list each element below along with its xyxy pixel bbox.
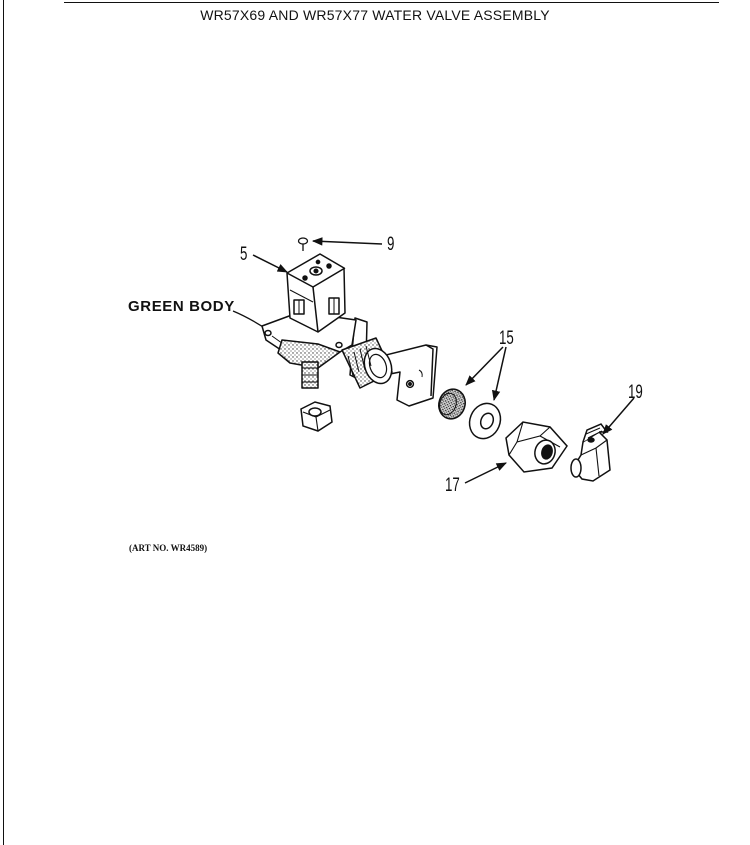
arrow-19	[602, 397, 635, 435]
strainer-screen	[438, 388, 466, 420]
callout-9: 9	[387, 234, 395, 255]
art-number: (ART NO. WR4589)	[129, 543, 208, 553]
hex-nut-left	[300, 401, 333, 432]
arrow-15-a	[465, 346, 504, 386]
arrow-9	[311, 237, 383, 246]
page-border-top	[64, 2, 719, 3]
callout-15: 15	[499, 328, 514, 349]
arrow-15-b	[491, 346, 507, 402]
screw-part-9	[297, 237, 309, 251]
arrow-17	[464, 462, 507, 484]
diagram-title: WR57X69 AND WR57X77 WATER VALVE ASSEMBLY	[200, 7, 550, 23]
flat-washer	[468, 402, 502, 440]
callout-17: 17	[445, 475, 460, 496]
elbow-fitting-part-19	[570, 423, 611, 482]
callout-5: 5	[240, 244, 248, 265]
arrow-5	[252, 254, 288, 273]
page-border-left	[3, 0, 4, 845]
callout-19: 19	[628, 382, 643, 403]
large-hex-nut-part-17	[505, 421, 568, 473]
water-valve-assembly	[261, 253, 438, 407]
callout-green-body: GREEN BODY	[128, 298, 235, 315]
